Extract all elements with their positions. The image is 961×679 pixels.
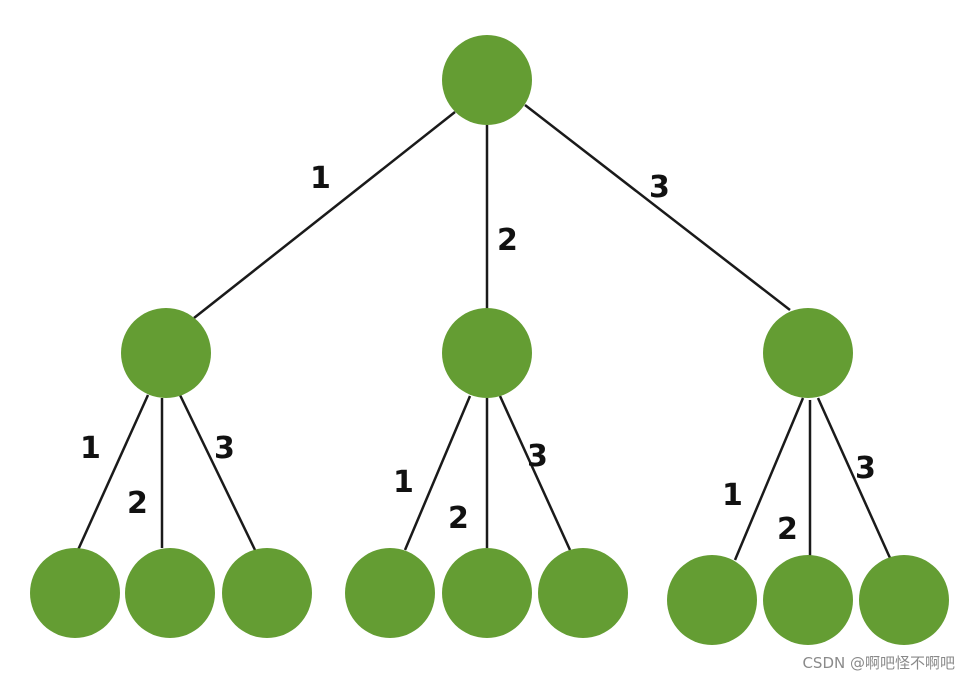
edge-label: 1 <box>393 465 414 500</box>
leaf-node <box>30 548 120 638</box>
tree-edge <box>403 395 472 551</box>
edge-label: 1 <box>310 161 331 196</box>
tree-edge <box>524 104 791 311</box>
leaf-node <box>345 548 435 638</box>
level1-node-middle <box>442 308 532 398</box>
watermark: CSDN @啊吧怪不啊吧 <box>802 654 955 672</box>
edge-label: 2 <box>777 512 798 547</box>
leaf-node <box>763 555 853 645</box>
leaf-node <box>125 548 215 638</box>
tree-edge <box>193 111 456 319</box>
leaf-node <box>859 555 949 645</box>
leaf-node <box>222 548 312 638</box>
level1-node-left <box>121 308 211 398</box>
tree-edge <box>178 394 257 551</box>
level1-node-right <box>763 308 853 398</box>
edge-label: 2 <box>448 501 469 536</box>
edge-label: 2 <box>127 486 148 521</box>
edge-label: 3 <box>214 431 235 466</box>
edge-label: 1 <box>722 478 743 513</box>
tree-edge <box>498 395 572 551</box>
leaf-node <box>538 548 628 638</box>
tree-edge <box>76 394 150 551</box>
tree-edge <box>816 397 892 559</box>
edge-label: 1 <box>80 431 101 466</box>
leaf-node <box>667 555 757 645</box>
tree-edge <box>733 397 805 561</box>
edge-label: 2 <box>497 223 518 258</box>
edge-label: 3 <box>855 451 876 486</box>
edge-label: 3 <box>649 170 670 205</box>
root-node <box>442 35 532 125</box>
leaf-node <box>442 548 532 638</box>
edge-label: 3 <box>527 439 548 474</box>
